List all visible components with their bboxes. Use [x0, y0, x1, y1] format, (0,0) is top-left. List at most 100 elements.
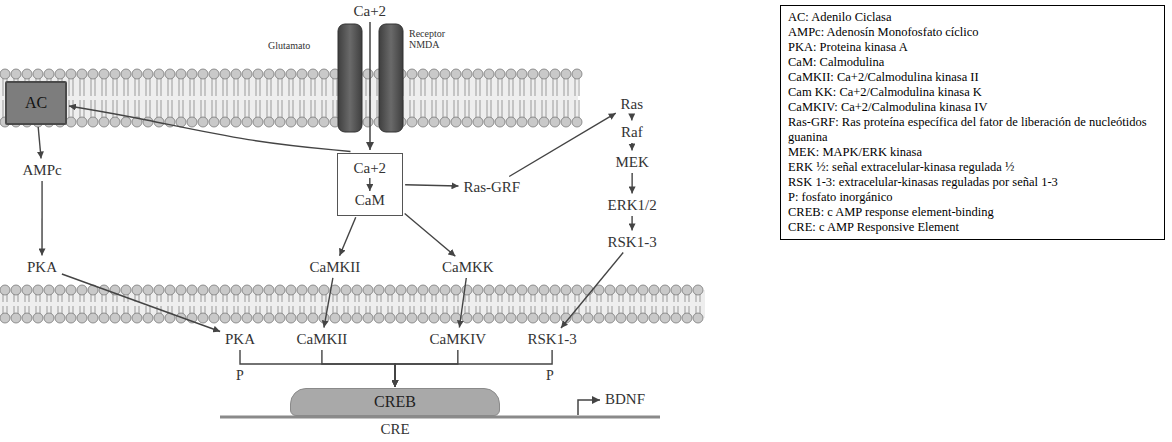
lipid-head: [528, 117, 538, 127]
lipid-head: [154, 313, 164, 323]
lipid-tail: [337, 294, 338, 302]
lipid-tail: [619, 294, 620, 302]
lipid-tail: [535, 306, 536, 314]
phosphate-label: P: [236, 368, 244, 383]
lipid-tail: [102, 294, 103, 302]
lipid-tail: [227, 78, 228, 96]
lipid-head: [55, 313, 65, 323]
calcium-calmodulin-box: Ca+2CaM: [337, 153, 404, 216]
lipid-head: [517, 117, 527, 127]
node-text: CaMKII: [297, 331, 348, 348]
lipid-head: [308, 313, 318, 323]
lipid-tail: [520, 100, 521, 118]
lipid-head: [473, 313, 483, 323]
lipid-tail: [102, 306, 103, 314]
lipid-tail: [47, 306, 48, 314]
lipid-tail: [436, 100, 437, 118]
node-text: CaMKII: [310, 259, 361, 276]
lipid-head: [253, 285, 263, 295]
lipid-tail: [146, 78, 147, 96]
lipid-tail: [62, 294, 63, 302]
lipid-head: [363, 69, 373, 79]
lipid-tail: [25, 306, 26, 314]
lipid-head: [484, 69, 494, 79]
lipid-tail: [403, 294, 404, 302]
lipid-tail: [564, 78, 565, 96]
lipid-tail: [696, 306, 697, 314]
lipid-tail: [689, 294, 690, 302]
lipid-tail: [403, 306, 404, 314]
lipid-tail: [469, 294, 470, 302]
signal-arrow: [631, 216, 632, 231]
lipid-tail: [256, 100, 257, 118]
lipid-tail: [278, 78, 279, 96]
lipid-tail: [304, 306, 305, 314]
lipid-head: [286, 117, 296, 127]
lipid-head: [671, 285, 681, 295]
lipid-tail: [476, 306, 477, 314]
lipid-tail: [542, 100, 543, 118]
lipid-head: [319, 69, 329, 79]
lipid-tail: [139, 100, 140, 118]
lipid-head: [440, 285, 450, 295]
lipid-tail: [564, 100, 565, 118]
lipid-tail: [315, 306, 316, 314]
abbreviation-box: AC: Adenilo CiclasaAMPc: Adenosín Monofo…: [780, 5, 1165, 240]
lipid-tail: [535, 294, 536, 302]
lipid-tail: [267, 100, 268, 118]
lipid-head: [418, 285, 428, 295]
lipid-tail: [245, 306, 246, 314]
lipid-tail: [267, 78, 268, 96]
lipid-tail: [51, 294, 52, 302]
lipid-head: [429, 69, 439, 79]
lipid-head: [517, 69, 527, 79]
lipid-tail: [410, 294, 411, 302]
lipid-tail: [700, 294, 701, 302]
lipid-tail: [69, 306, 70, 314]
lipid-head: [242, 69, 252, 79]
lipid-head: [88, 117, 98, 127]
lipid-tail: [469, 306, 470, 314]
lipid-tail: [150, 100, 151, 118]
kinase-label: RSK1-3: [605, 233, 660, 252]
lipid-tail: [216, 78, 217, 96]
lipid-tail: [377, 100, 378, 118]
node-text: AC: [25, 94, 47, 112]
lipid-tail: [377, 78, 378, 96]
lipid-tail: [69, 294, 70, 302]
signal-arrow: [38, 127, 41, 159]
lipid-tail: [619, 306, 620, 314]
lipid-head: [99, 313, 109, 323]
lipid-tail: [553, 100, 554, 118]
lipid-tail: [256, 306, 257, 314]
lipid-head: [495, 285, 505, 295]
lipid-tail: [630, 294, 631, 302]
lipid-head: [616, 285, 626, 295]
lipid-tail: [634, 294, 635, 302]
lipid-tail: [25, 294, 26, 302]
lipid-tail: [124, 78, 125, 96]
lipid-tail: [117, 294, 118, 302]
lipid-tail: [425, 306, 426, 314]
node-text: CaM: [355, 192, 385, 209]
lipid-tail: [91, 294, 92, 302]
lipid-tail: [667, 306, 668, 314]
lipid-tail: [7, 306, 8, 314]
lipid-tail: [234, 294, 235, 302]
lipid-tail: [289, 306, 290, 314]
lipid-tail: [546, 294, 547, 302]
lipid-head: [220, 69, 230, 79]
lipid-tail: [183, 306, 184, 314]
lipid-head: [0, 285, 10, 295]
lipid-tail: [73, 100, 74, 118]
lipid-head: [550, 313, 560, 323]
response-element-label: CRE: [381, 421, 410, 438]
lipid-tail: [315, 100, 316, 118]
lipid-head: [55, 69, 65, 79]
lipid-tail: [238, 78, 239, 96]
lipid-tail: [271, 78, 272, 96]
lipid-tail: [678, 294, 679, 302]
lipid-tail: [410, 306, 411, 314]
lipid-head: [88, 313, 98, 323]
lipid-head: [253, 69, 263, 79]
